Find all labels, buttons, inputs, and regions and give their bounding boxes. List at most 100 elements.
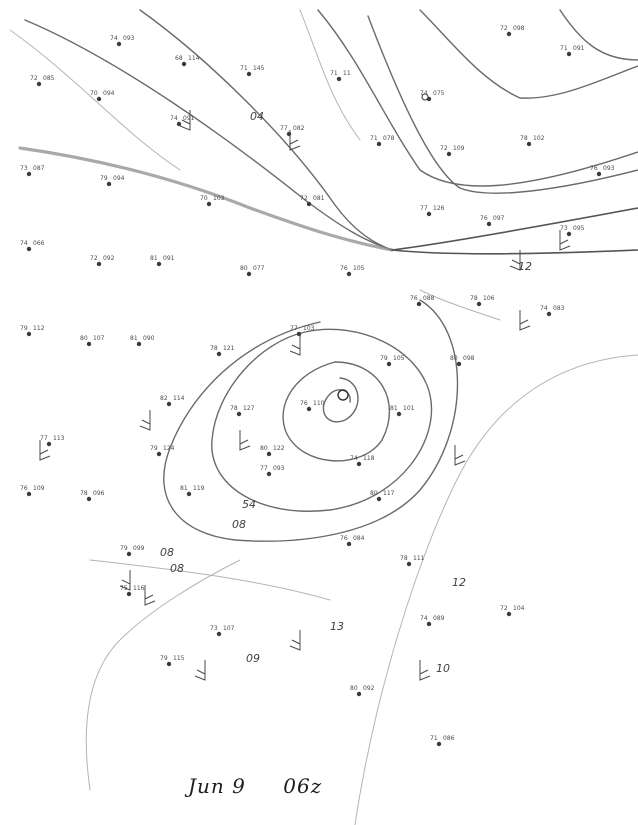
wind-barb [289,630,301,651]
station-circle [306,406,312,412]
station-temperature: 78 [400,555,408,562]
station-circle [376,496,382,502]
front [18,146,638,255]
station-circle [166,401,172,407]
map-time: 06z [283,774,323,798]
station-circle [376,141,382,147]
station-plot: 81 119 [180,485,205,497]
station-temperature: 77 [260,465,268,472]
station-circle [106,181,112,187]
wind-barb [454,445,466,466]
station-temperature: 80 [350,685,358,692]
station-temperature: 74 [420,90,428,97]
station-plot: 75 116 [120,585,145,597]
station-pressure: 084 [353,535,365,542]
station-temperature: 80 [80,335,88,342]
station-pressure: 093 [123,35,135,42]
station-pressure: 115 [173,655,185,662]
station-pressure: 103 [303,325,315,332]
station-temperature: 72 [300,195,308,202]
station-circle [476,301,482,307]
station-temperature: 73 [20,165,28,172]
station-temperature: 72 [440,145,448,152]
faint-isobars [9,9,501,321]
station-temperature: 76 [20,485,28,492]
station-pressure: 097 [493,215,505,222]
station-temperature: 76 [300,400,308,407]
station-pressure: 119 [193,485,205,492]
station-temperature: 71 [560,45,568,52]
wind-barb [179,110,191,131]
station-temperature: 71 [370,135,378,142]
station-circle [456,361,462,367]
station-circle [296,331,302,337]
station-circle [216,631,222,637]
station-temperature: 81 [150,255,158,262]
low-pressure-system [163,299,459,542]
station-pressure: 075 [433,90,445,97]
station-circle [156,261,162,267]
station-temperature: 81 [180,485,188,492]
station-pressure: 114 [188,55,200,62]
station-temperature: 72 [500,605,508,612]
station-plot: 72 104 [500,605,525,617]
wind-barb [519,310,531,331]
station-circle [96,261,102,267]
station-plot: 72 109 [440,145,465,157]
station-temperature: 74 [110,35,118,42]
station-circle [506,31,512,37]
wind-barb [289,130,301,151]
map-caption: Jun 9 06z [188,774,352,798]
station-circle [246,271,252,277]
station-circle [181,61,187,67]
station-pressure: 104 [513,605,525,612]
station-circle [566,231,572,237]
southern-isobars [85,354,638,825]
station-temperature: 68 [175,55,183,62]
station-temperature: 79 [160,655,168,662]
station-circle [426,211,432,217]
station-circle [416,301,422,307]
station-pressure: 092 [103,255,115,262]
station-pressure: 091 [183,115,195,122]
wind-barb [119,570,131,591]
station-pressure: 116 [133,585,145,592]
station-temperature: 76 [410,295,418,302]
isobar-labels: 04 08 08 09 10 12 13 12 08 54 [160,110,532,675]
station-circle [346,541,352,547]
station-temperature: 79 [20,325,28,332]
wind-barb [139,410,151,431]
station-pressure: 083 [553,305,565,312]
station-circle [176,121,182,127]
station-temperature: 71 [240,65,248,72]
isobar-label: 12 [518,260,532,273]
station-pressure: 090 [143,335,155,342]
isobar-label: 09 [246,652,260,665]
station-temperature: 75 [120,585,128,592]
station-pressure: 109 [453,145,465,152]
station-circle [386,361,392,367]
station-pressure: 089 [433,615,445,622]
station-pressure: 077 [253,265,265,272]
